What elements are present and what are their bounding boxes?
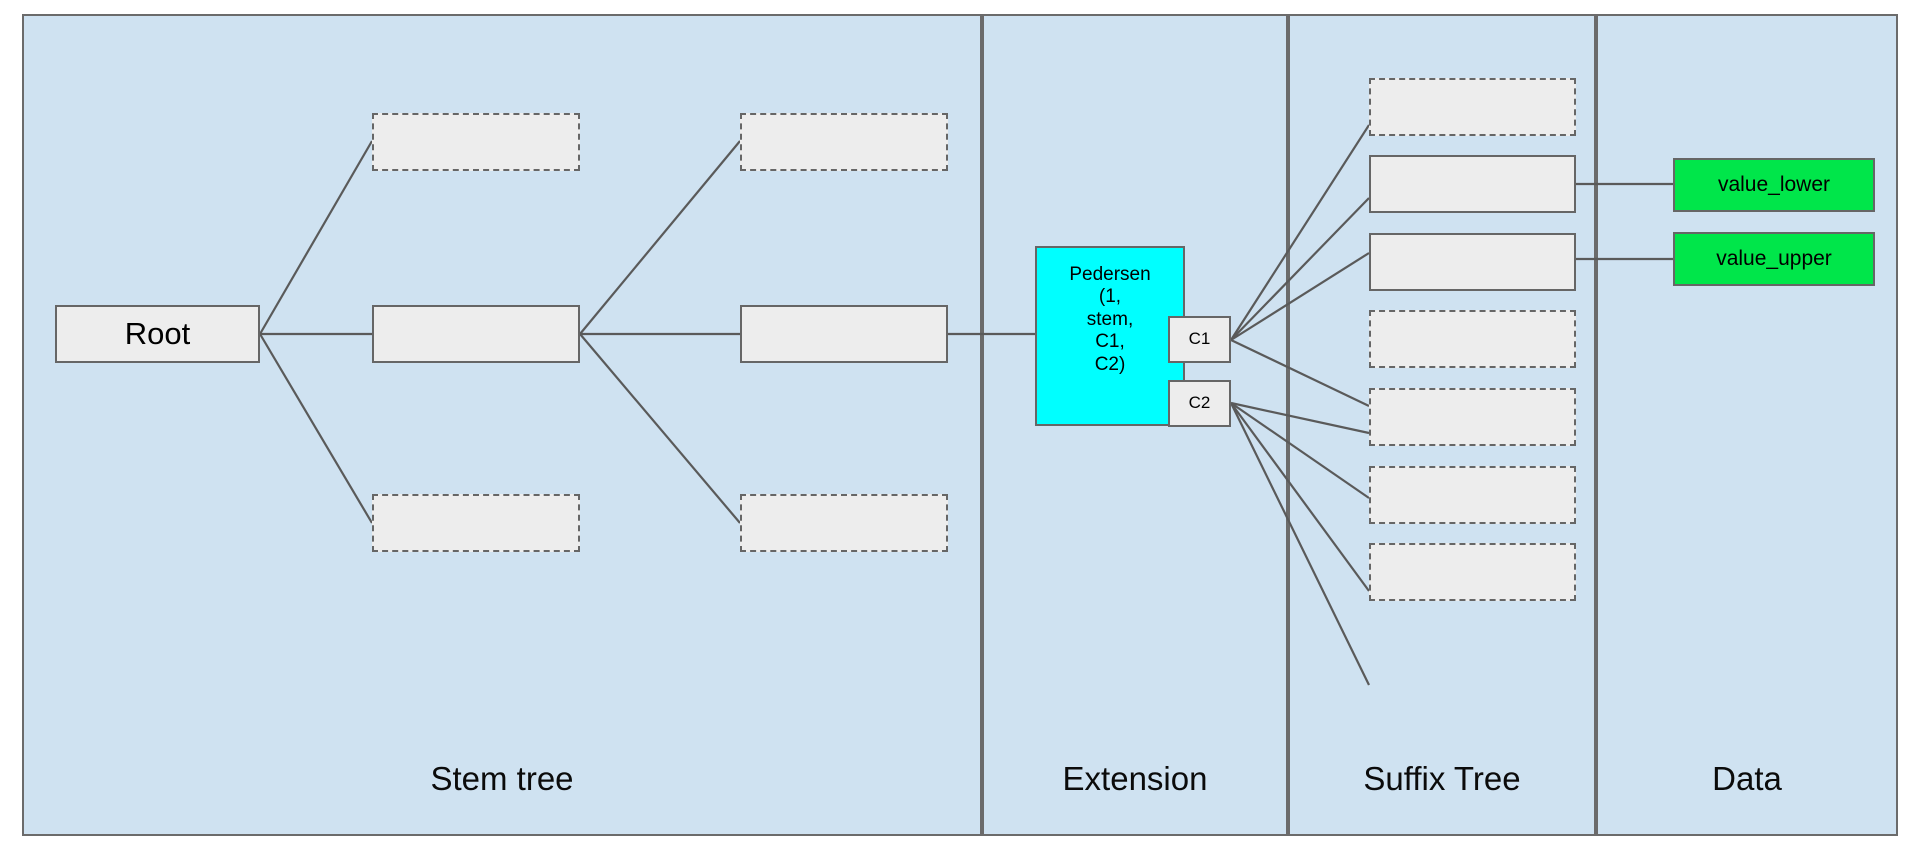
stem-node-l2-bottom[interactable] [740, 494, 948, 552]
suffix-node-5[interactable] [1369, 388, 1576, 446]
pedersen-commitment-node[interactable]: Pedersen (1, stem, C1, C2) [1035, 246, 1185, 426]
commitment-child-c1[interactable]: C1 [1168, 316, 1231, 363]
suffix-node-6[interactable] [1369, 466, 1576, 524]
root-node[interactable]: Root [55, 305, 260, 363]
commitment-child-c2-label: C2 [1188, 393, 1211, 413]
data-node-value-lower[interactable]: value_lower [1673, 158, 1875, 212]
suffix-node-1[interactable] [1369, 78, 1576, 136]
suffix-node-3[interactable] [1369, 233, 1576, 291]
suffix-node-4[interactable] [1369, 310, 1576, 368]
commitment-child-c1-label: C1 [1188, 329, 1211, 349]
stem-node-l2-top[interactable] [740, 113, 948, 171]
suffix-node-2[interactable] [1369, 155, 1576, 213]
data-node-value-lower-label: value_lower [1717, 172, 1831, 196]
data-node-value-upper[interactable]: value_upper [1673, 232, 1875, 286]
stem-node-l2-middle[interactable] [740, 305, 948, 363]
stem-node-l1-bottom[interactable] [372, 494, 580, 552]
suffix-node-7[interactable] [1369, 543, 1576, 601]
data-node-value-upper-label: value_upper [1716, 246, 1832, 270]
root-node-label: Root [124, 315, 191, 351]
stem-node-l1-middle[interactable] [372, 305, 580, 363]
pedersen-commitment-node-label: Pedersen (1, stem, C1, C2) [1069, 264, 1151, 375]
stem-node-l1-top[interactable] [372, 113, 580, 171]
panel-data [1596, 14, 1898, 836]
commitment-child-c2[interactable]: C2 [1168, 380, 1231, 427]
